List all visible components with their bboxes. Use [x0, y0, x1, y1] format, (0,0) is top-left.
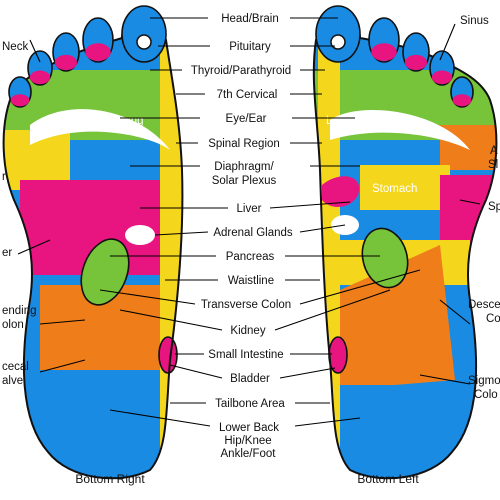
diaphragm-line-left [330, 110, 470, 150]
label-ileocecal-1: cecal [2, 361, 29, 373]
colon-zone-orange [335, 245, 455, 390]
label-pituitary: Pituitary [229, 41, 271, 53]
label-descending-colon-2: Co [486, 313, 500, 325]
label-hip-knee: Hip/Knee [224, 435, 271, 447]
label-sinus: Sinus [460, 15, 489, 27]
label-sigmoid-colon-1: Sigmo [468, 375, 500, 387]
label-thyroid: Thyroid/Parathyroid [191, 65, 291, 77]
right-toes [8, 5, 167, 108]
diaphragm-line-right [30, 109, 170, 150]
label-ankle-foot: Ankle/Foot [221, 448, 277, 460]
left-toe-5-neck-band [452, 94, 472, 107]
label-adrenal-glands: Adrenal Glands [213, 227, 293, 239]
right-toe-2-neck-band [85, 43, 111, 61]
kidney-left [361, 227, 409, 289]
label-stomach: Stomach [372, 183, 417, 195]
label-bladder: Bladder [230, 373, 270, 385]
pituitary-dot-right [136, 34, 152, 50]
label-head-brain: Head/Brain [221, 13, 279, 25]
label-right-edge-sl: Sl [488, 159, 498, 171]
stomach-magenta-left [322, 176, 360, 207]
label-ascending-colon-2: olon [2, 319, 24, 331]
label-descending-colon-1: Desce [468, 299, 500, 311]
center-labels: Head/Brain Pituitary Thyroid/Parathyroid… [191, 13, 293, 460]
right-big-toe [121, 5, 167, 63]
label-neck: Neck [2, 41, 28, 53]
pituitary-dot-left [330, 34, 346, 50]
label-sigmoid-colon-2: Colo [474, 389, 498, 401]
left-foot [312, 5, 498, 480]
edge-labels: Neck r er ending olon cecal alve Sinus A… [2, 15, 500, 401]
label-left-edge-r: r [2, 171, 6, 183]
label-bottom-right: Bottom Right [75, 472, 145, 486]
label-left-edge-er: er [2, 247, 12, 259]
label-waistline: Waistline [228, 275, 274, 287]
spine-zone-yellow [318, 21, 340, 479]
right-foot [2, 5, 184, 480]
bladder-left [328, 336, 348, 374]
adrenal-right [125, 225, 155, 245]
right-toe-5-neck-band [10, 94, 30, 107]
label-eye-ear: Eye/Ear [226, 113, 267, 125]
right-toe-4-neck-band [29, 70, 51, 85]
label-kidney: Kidney [230, 325, 265, 337]
label-7th-cervical: 7th Cervical [217, 89, 278, 101]
leader-lines [17, 17, 481, 427]
left-toe-2-neck-band [371, 43, 397, 61]
label-lower-back: Lower Back [219, 422, 279, 434]
bladder-right [158, 336, 178, 374]
label-liver: Liver [237, 203, 262, 215]
label-lung-heart: Lung/Heart [326, 115, 384, 127]
label-pancreas: Pancreas [226, 251, 275, 263]
stomach-zone-yellow [360, 165, 450, 210]
label-ascending-colon-1: ending [2, 305, 37, 317]
label-transverse-colon: Transverse Colon [201, 299, 291, 311]
heel-zone-blue [313, 385, 497, 479]
left-big-toe [315, 5, 361, 63]
label-right-edge-sp: Sp [488, 201, 500, 213]
label-small-intestine: Small Intestine [208, 349, 283, 361]
right-toe-3-neck-band [54, 54, 78, 71]
label-right-edge-a: A [490, 145, 498, 157]
left-toe-3-neck-band [404, 54, 428, 71]
label-ileocecal-2: alve [2, 375, 23, 387]
label-bottom-left: Bottom Left [357, 472, 419, 486]
left-toes [315, 5, 474, 108]
label-diaphragm: Diaphragm/ [214, 161, 274, 173]
heel-zone-blue [3, 375, 183, 479]
label-solar-plexus: Solar Plexus [212, 175, 277, 187]
left-toe-4-neck-band [431, 70, 453, 85]
label-lung-right: Lung [118, 115, 144, 127]
label-spinal-region: Spinal Region [208, 138, 280, 150]
label-tailbone-area: Tailbone Area [215, 398, 285, 410]
